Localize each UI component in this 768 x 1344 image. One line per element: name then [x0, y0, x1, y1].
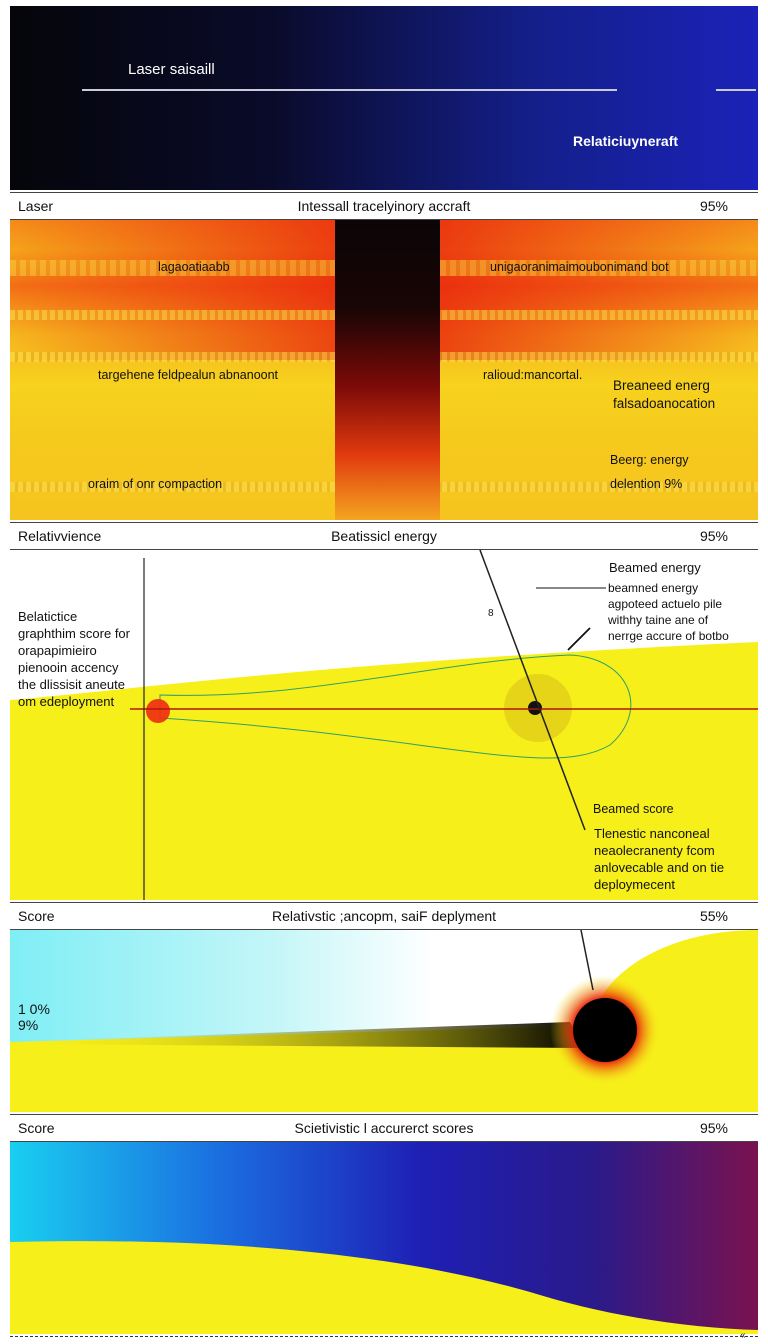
lightsail-disk	[573, 998, 637, 1062]
heat-lower-right-1: Beerg: energy	[610, 453, 689, 467]
yellow-field	[10, 642, 758, 900]
left-note-line: Belatictice	[18, 609, 78, 624]
sail-tail	[10, 1022, 585, 1048]
hero-banner: Laser saisaill Relaticiuyneraft	[10, 6, 758, 190]
left-note-line: pienooin accency	[18, 660, 119, 675]
desc-line: deploymecent	[594, 877, 675, 892]
section-percent: 95%	[699, 1120, 728, 1136]
section-header-score-1: Score Relativstic ;ancopm, saiF deplymen…	[10, 902, 758, 930]
left-note-line: graphthim score for	[18, 626, 130, 641]
sail-panel: 1 0% 9%	[10, 930, 758, 1112]
callout-line: withhy taine ane of	[608, 613, 709, 627]
callout-line: beamned energy	[608, 581, 699, 595]
section-left-label: Score	[18, 908, 55, 924]
section-header-laser: Laser Intessall tracelyinory accraft 95%	[10, 192, 758, 220]
spectrum-panel	[10, 1142, 758, 1334]
sail-graphic	[10, 930, 758, 1085]
spectrum-graphic	[10, 1241, 758, 1334]
section-title: Beatissicl energy	[331, 528, 437, 544]
desc-line: Tlenestic nanconeal	[594, 826, 710, 841]
callout-arrow	[567, 627, 591, 651]
desc-line: neaolecranenty fcom	[594, 843, 715, 858]
section-percent: 95%	[699, 198, 728, 214]
yellow-floor	[10, 1241, 758, 1334]
left-note-line: orapapimieiro	[18, 643, 97, 658]
section-title: Intessall tracelyinory accraft	[297, 198, 471, 214]
desc-line: anlovecable and on tie	[594, 860, 725, 875]
heat-lower-right-2: delention 9%	[610, 477, 683, 491]
sail-value-2: 9%	[18, 1017, 39, 1033]
cyan-region	[10, 930, 598, 1042]
left-note-line: om edeployment	[18, 694, 115, 709]
beam-trajectory	[479, 550, 586, 831]
section-title: Relativstic ;ancopm, saiF deplyment	[271, 908, 497, 924]
beam-cone	[159, 654, 632, 759]
section-percent: 55%	[699, 908, 728, 924]
beam-left-note: Belatictice graphthim score for orapapim…	[18, 608, 130, 710]
section-percent: 95%	[699, 528, 728, 544]
section-title: Scietivistic l accurerct scores	[294, 1120, 474, 1136]
left-note-line: the dlissisit aneute	[18, 677, 125, 692]
callout-line: nerrge accure of botbo	[608, 629, 729, 643]
beam-small-mark: 8	[488, 608, 494, 619]
heat-top-left-band: lagaoatiaabb	[158, 260, 230, 274]
hero-right-label: Relaticiuyneraft	[573, 133, 679, 149]
heat-right-note-2: falsadoanocation	[613, 396, 716, 411]
heat-lower-left: oraim of onr compaction	[88, 477, 223, 491]
beam-panel: Beamed energy beamned energy agpoteed ac…	[10, 550, 758, 900]
source-glow	[146, 699, 170, 723]
corner-mark: «	[740, 1330, 746, 1341]
heat-panel: lagaoatiaabb unigaoranimaimoubonimand bo…	[10, 220, 758, 520]
section-left-label: Laser	[18, 198, 54, 214]
callout-line: agpoteed actuelo pile	[608, 597, 723, 611]
beam-column	[335, 220, 440, 520]
sail-tether	[580, 930, 594, 991]
beam-callout: beamned energy agpoteed actuelo pile wit…	[608, 580, 729, 644]
heat-top-right-band: unigaoranimaimoubonimand bot	[490, 260, 669, 274]
hero-rule-right	[716, 89, 756, 91]
section-left-label: Score	[18, 1120, 55, 1136]
white-arc-region	[570, 930, 758, 1026]
section-header-relativistic: Relativvience Beatissicl energy 95%	[10, 522, 758, 550]
beam-score-label: Beamed score	[593, 802, 674, 816]
heat-mid-left: targehene feldpealun abnanoont	[98, 368, 279, 382]
heat-mid-right: ralioud:mancortal.	[483, 368, 583, 382]
beam-desc: Tlenestic nanconeal neaolecranenty fcom …	[594, 825, 724, 893]
beam-field-graphic	[10, 550, 758, 900]
bottom-rule	[10, 1336, 758, 1337]
hero-rule-main	[82, 89, 617, 91]
hero-left-label: Laser saisaill	[128, 61, 215, 78]
sail-value-1: 1 0%	[18, 1001, 50, 1017]
section-left-label: Relativvience	[18, 528, 102, 544]
heat-right-note-1: Breaneed energ	[613, 378, 710, 393]
section-header-score-2: Score Scietivistic l accurerct scores 95…	[10, 1114, 758, 1142]
beam-top-title: Beamed energy	[609, 560, 701, 575]
